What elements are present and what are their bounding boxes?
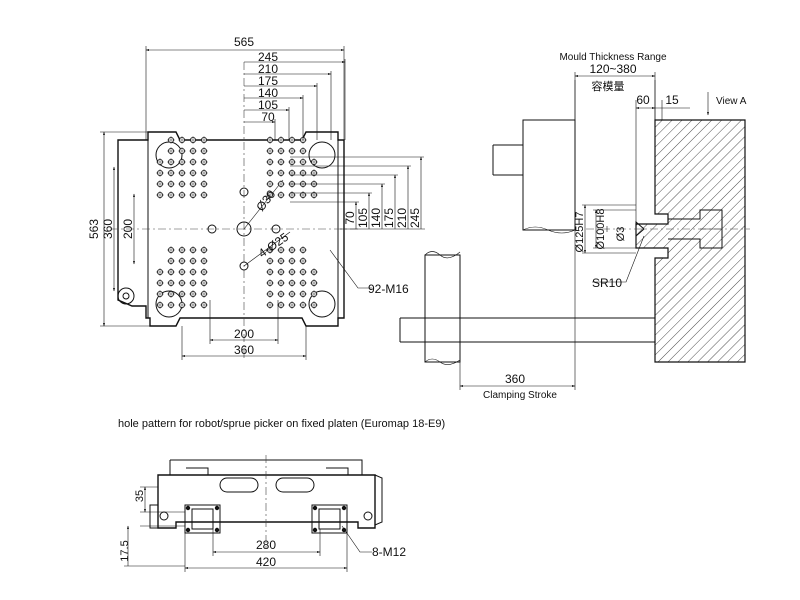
dia-100-label: Ø100H8 — [595, 209, 607, 250]
tie-bar-hole — [308, 290, 336, 318]
dim-h-210: 210 — [258, 62, 278, 76]
dim-280: 280 — [256, 538, 276, 552]
dim-v-210: 210 — [395, 208, 409, 228]
slot — [275, 477, 315, 493]
center-hole-label: Ø30 — [253, 187, 278, 214]
robot-plate-left — [184, 504, 221, 534]
robot-hole-pattern-view: 35 17.5 280 420 8-M12 — [119, 455, 406, 572]
dim-35: 35 — [134, 490, 146, 502]
platen-front-view — [110, 62, 372, 358]
tapped-holes-label: 92-M16 — [368, 282, 409, 296]
dim-inner-height: 360 — [101, 219, 115, 239]
m12-hole — [185, 527, 191, 533]
dim-60: 60 — [636, 93, 650, 107]
dim-inner-height-200: 200 — [121, 219, 135, 239]
dim-width: 565 — [234, 35, 254, 49]
lug-hole — [117, 287, 135, 305]
dim-height: 563 — [87, 219, 101, 239]
m12-hole — [214, 505, 220, 511]
dim-h-70: 70 — [261, 110, 275, 124]
dia-3-label: Ø3 — [615, 227, 627, 242]
dim-v-245: 245 — [408, 208, 422, 228]
slot — [219, 477, 259, 493]
view-a-label: View A — [716, 96, 747, 107]
m12-hole — [312, 527, 318, 533]
fixed-platen-section — [635, 119, 746, 363]
m12-hole — [312, 505, 318, 511]
m12-hole — [185, 505, 191, 511]
dim-15: 15 — [665, 93, 679, 107]
sr10-label: SR10 — [592, 276, 622, 290]
dim-h-245: 245 — [258, 50, 278, 64]
fixed-platen-outline — [157, 474, 376, 529]
ejector-hole — [239, 187, 249, 197]
ejector-hole — [239, 261, 249, 271]
stroke-value: 360 — [505, 372, 525, 386]
platen-side-view: Mould Thickness Range 120~380 容模量 60 15 … — [399, 52, 750, 401]
ejector-rod — [492, 144, 523, 176]
dim-v-175: 175 — [382, 208, 396, 228]
dim-v-140: 140 — [369, 208, 383, 228]
center-hole — [236, 221, 252, 237]
dim-bottom-200: 200 — [234, 327, 254, 341]
mould-thickness-cn: 容模量 — [592, 79, 625, 93]
tapped-hole-grid — [156, 136, 318, 309]
ejector-hole — [271, 224, 281, 234]
dim-h-175: 175 — [258, 74, 278, 88]
rear-support — [424, 254, 461, 363]
dim-420: 420 — [256, 555, 276, 569]
dim-bottom-360: 360 — [234, 343, 254, 357]
mould-thickness-title: Mould Thickness Range — [559, 52, 667, 63]
dim-v-105: 105 — [356, 208, 370, 228]
ejector-hole — [207, 224, 217, 234]
robot-plate-right — [311, 504, 348, 534]
dia-125-label: Ø125H7 — [574, 212, 586, 253]
m12-hole — [341, 505, 347, 511]
dim-v-70: 70 — [343, 211, 357, 225]
moving-platen — [522, 119, 576, 231]
dim-h-140: 140 — [258, 86, 278, 100]
stroke-label: Clamping Stroke — [483, 390, 557, 401]
dim-h-105: 105 — [258, 98, 278, 112]
m12-hole — [214, 527, 220, 533]
dim-17-5: 17.5 — [119, 540, 131, 561]
holes-label: 4-Ø25 — [256, 230, 292, 261]
m12-label: 8-M12 — [372, 545, 406, 559]
m12-hole — [341, 527, 347, 533]
mould-thickness-value: 120~380 — [589, 62, 636, 76]
caption: hole pattern for robot/sprue picker on f… — [118, 418, 445, 430]
tie-bar-hole — [308, 141, 336, 169]
